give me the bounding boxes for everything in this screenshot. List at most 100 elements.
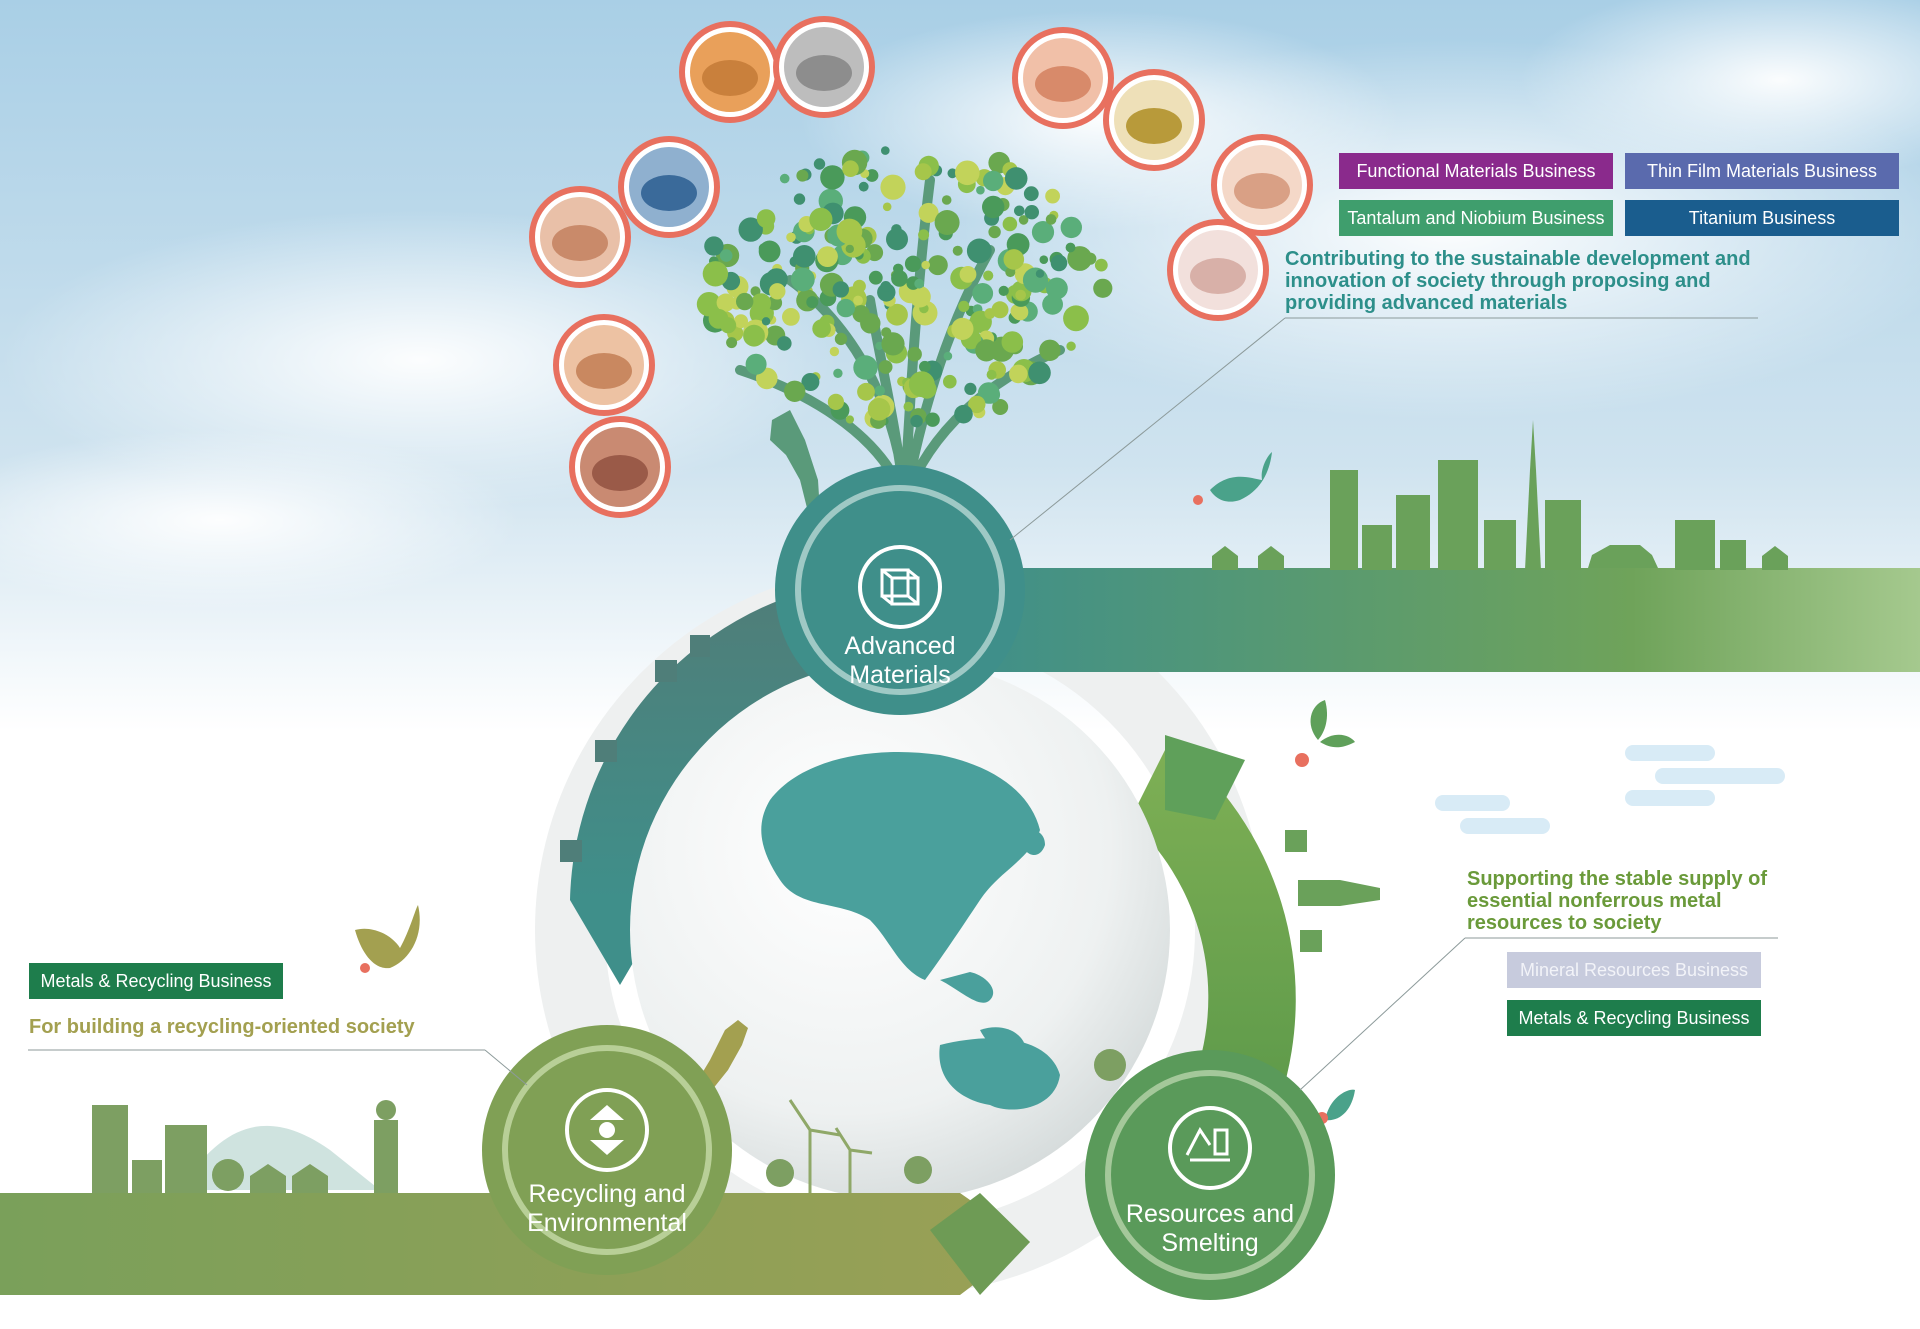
leaf-dot: [907, 346, 922, 362]
leaf-dot: [1009, 364, 1028, 384]
leaf-dot: [857, 382, 875, 401]
leaf-dot: [786, 232, 796, 243]
copper-sheet-photo: [1012, 27, 1114, 129]
leaf-dot: [977, 382, 1000, 404]
recycling-band: [0, 1193, 1030, 1295]
hub-label-line: Resources and: [1125, 1200, 1295, 1228]
leaf-dot: [968, 395, 986, 414]
leaf-dot: [958, 300, 970, 312]
leaf-dot: [784, 380, 806, 402]
leaf-dot: [882, 202, 892, 212]
advanced-materials-band: [960, 568, 1920, 672]
leaf-dot: [1028, 361, 1051, 385]
leaf-dot: [921, 260, 930, 270]
recycling-hub: [482, 1025, 732, 1275]
leaf-dot: [959, 266, 977, 283]
leaf-dot: [813, 158, 826, 170]
leaf-dot: [918, 202, 939, 223]
advanced-materials-caption: Contributing to the sustainable developm…: [1285, 248, 1751, 314]
leaf-dot: [891, 270, 908, 287]
leaf-dot: [878, 360, 893, 374]
leaf-dot: [1022, 267, 1049, 293]
leaf-dot: [910, 414, 923, 428]
leaf-dot: [986, 369, 997, 380]
leaf-dot: [909, 286, 931, 308]
leaf-dot: [842, 160, 859, 177]
leaf-dot: [779, 173, 790, 184]
leaf-dot: [1024, 205, 1040, 220]
leaf-dot: [1094, 258, 1108, 272]
caption-line: resources to society: [1467, 912, 1662, 934]
leaf-dot: [1001, 331, 1024, 353]
leaf-dot: [743, 324, 765, 347]
leaf-dot: [1002, 216, 1018, 232]
leaf-dot: [845, 415, 855, 424]
leaf-dot: [827, 393, 845, 410]
leaf-dot: [886, 228, 908, 251]
leaf-dot: [1067, 246, 1093, 271]
leaf-dot: [991, 301, 1009, 319]
caption-line: providing advanced materials: [1285, 292, 1568, 314]
band-arrowhead: [930, 1193, 1030, 1295]
leaf-dot: [867, 398, 891, 421]
lattice-icon: [880, 568, 920, 606]
sprout-icon: [1295, 700, 1355, 767]
sapphire-wafer-photo: [618, 136, 720, 238]
material-photo-circles: [529, 16, 1313, 518]
recycle-icon: [590, 1105, 624, 1155]
leaf-dot: [943, 374, 957, 389]
leaf-dot: [736, 292, 754, 311]
leaf-dot: [853, 355, 878, 380]
bird-left-icon: [355, 905, 420, 969]
leaf-dot: [1066, 341, 1076, 351]
leaf-dot: [745, 353, 767, 375]
leaf-dot: [1045, 214, 1057, 225]
leaf-dot: [918, 229, 930, 241]
leaf-dot: [992, 399, 1009, 415]
leaf-dot: [880, 174, 906, 200]
trees-bottom: [766, 1049, 1126, 1187]
leaf-dot: [951, 317, 974, 340]
leaf-dot: [1065, 242, 1076, 253]
berry-left-icon: [360, 963, 370, 973]
leaf-dot: [716, 293, 735, 312]
copper-block-photo: [569, 416, 671, 518]
leaf-dot: [880, 281, 892, 292]
leaf-dot: [769, 283, 786, 300]
leaf-dot: [908, 371, 935, 398]
leaf-dot: [793, 244, 816, 268]
leaf-dot: [708, 308, 729, 329]
leaf-dot: [934, 210, 960, 235]
small-clouds: [1435, 745, 1785, 834]
leaf-dot: [1039, 255, 1049, 264]
leaf-dot: [1084, 252, 1097, 265]
leader-lines: [28, 317, 1778, 1091]
leaf-dot: [1050, 254, 1068, 272]
leaf-dot: [868, 270, 883, 285]
leaf-dot: [952, 245, 963, 256]
tag-tantalum-niobium: Tantalum and Niobium Business: [1339, 200, 1613, 236]
hub-label-line: Environmental: [527, 1209, 687, 1237]
right-cycle-arc: [1130, 740, 1296, 1100]
leaf-dot: [919, 360, 931, 373]
leaf-dot: [1045, 188, 1060, 204]
leaf-dot: [943, 351, 953, 361]
leaf-dot: [801, 373, 820, 391]
berry-icon: [1193, 495, 1203, 505]
brass-parts-photo: [1103, 69, 1205, 171]
bird-icon: [1210, 452, 1272, 502]
leaf-dot: [704, 236, 724, 256]
sputtering-target-photo: [553, 314, 655, 416]
leaf-dot: [726, 337, 738, 349]
leaf-dot: [1023, 186, 1039, 202]
left-cycle-arc: [570, 600, 820, 900]
leaf-dot: [734, 314, 748, 329]
leaf-dot: [881, 146, 890, 155]
houses-on-right-arc: [1285, 830, 1380, 952]
resources-label: Resources and Smelting: [1080, 1200, 1340, 1258]
leaf-dot: [1060, 216, 1083, 239]
hub-label-line: Recycling and: [528, 1180, 686, 1208]
leaf-dot: [886, 303, 908, 326]
leaf-dot: [998, 285, 1009, 296]
leaf-dot: [758, 240, 781, 263]
